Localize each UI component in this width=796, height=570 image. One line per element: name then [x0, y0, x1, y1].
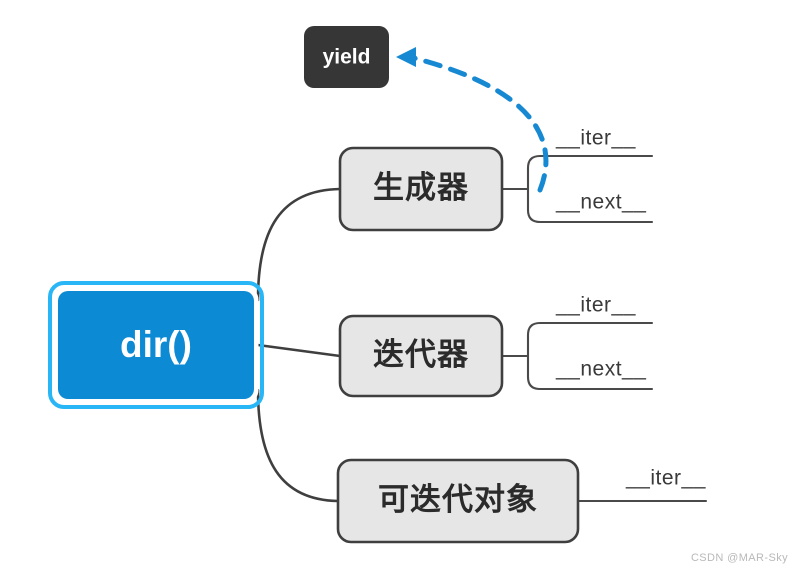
- iterable-child-iter-label: __iter__: [625, 467, 706, 490]
- branch-node-iterator-box: [338, 314, 504, 398]
- branch-node-iterable-label: 可迭代对象: [378, 482, 538, 517]
- branch-node-iterable-box: [336, 458, 580, 544]
- root-node-box: [58, 291, 254, 399]
- branch-node-iterable[interactable]: 可迭代对象: [336, 458, 580, 544]
- yield-node-box: [304, 26, 389, 88]
- branch-line-generator: [256, 187, 342, 302]
- root-node-label: dir(): [120, 324, 192, 365]
- root-node-inner-border: [53, 286, 259, 404]
- root-node-dir[interactable]: dir(): [48, 281, 264, 409]
- root-node-selection-ring: [48, 281, 264, 409]
- branch-line-iterator: [256, 343, 342, 358]
- yield-arrowhead-icon: [396, 47, 416, 67]
- yield-arrow-path: [407, 54, 549, 193]
- iterator-bracket: [526, 321, 554, 391]
- branch-node-iterator-label: 迭代器: [373, 337, 469, 372]
- generator-bracket: [526, 154, 554, 224]
- iterator-child-iter-label: __iter__: [555, 294, 636, 317]
- root-branch-connectors: [256, 187, 342, 503]
- branch-node-generator-label: 生成器: [373, 170, 469, 205]
- yield-arrow: [396, 47, 549, 193]
- branch-node-iterator[interactable]: 迭代器: [338, 314, 504, 398]
- iterator-child-connector: [500, 321, 654, 391]
- generator-child-connector: [500, 154, 654, 224]
- branch-node-generator-box: [338, 146, 504, 232]
- branch-line-iterable: [256, 388, 340, 503]
- branch-node-generator[interactable]: 生成器: [338, 146, 504, 232]
- iterator-child-next-label: __next__: [555, 358, 646, 381]
- generator-child-next-label: __next__: [555, 191, 646, 214]
- yield-node[interactable]: yield: [304, 26, 389, 88]
- watermark: CSDN @MAR-Sky: [690, 552, 788, 564]
- generator-child-iter-label: __iter__: [555, 127, 636, 150]
- yield-node-label: yield: [323, 46, 371, 69]
